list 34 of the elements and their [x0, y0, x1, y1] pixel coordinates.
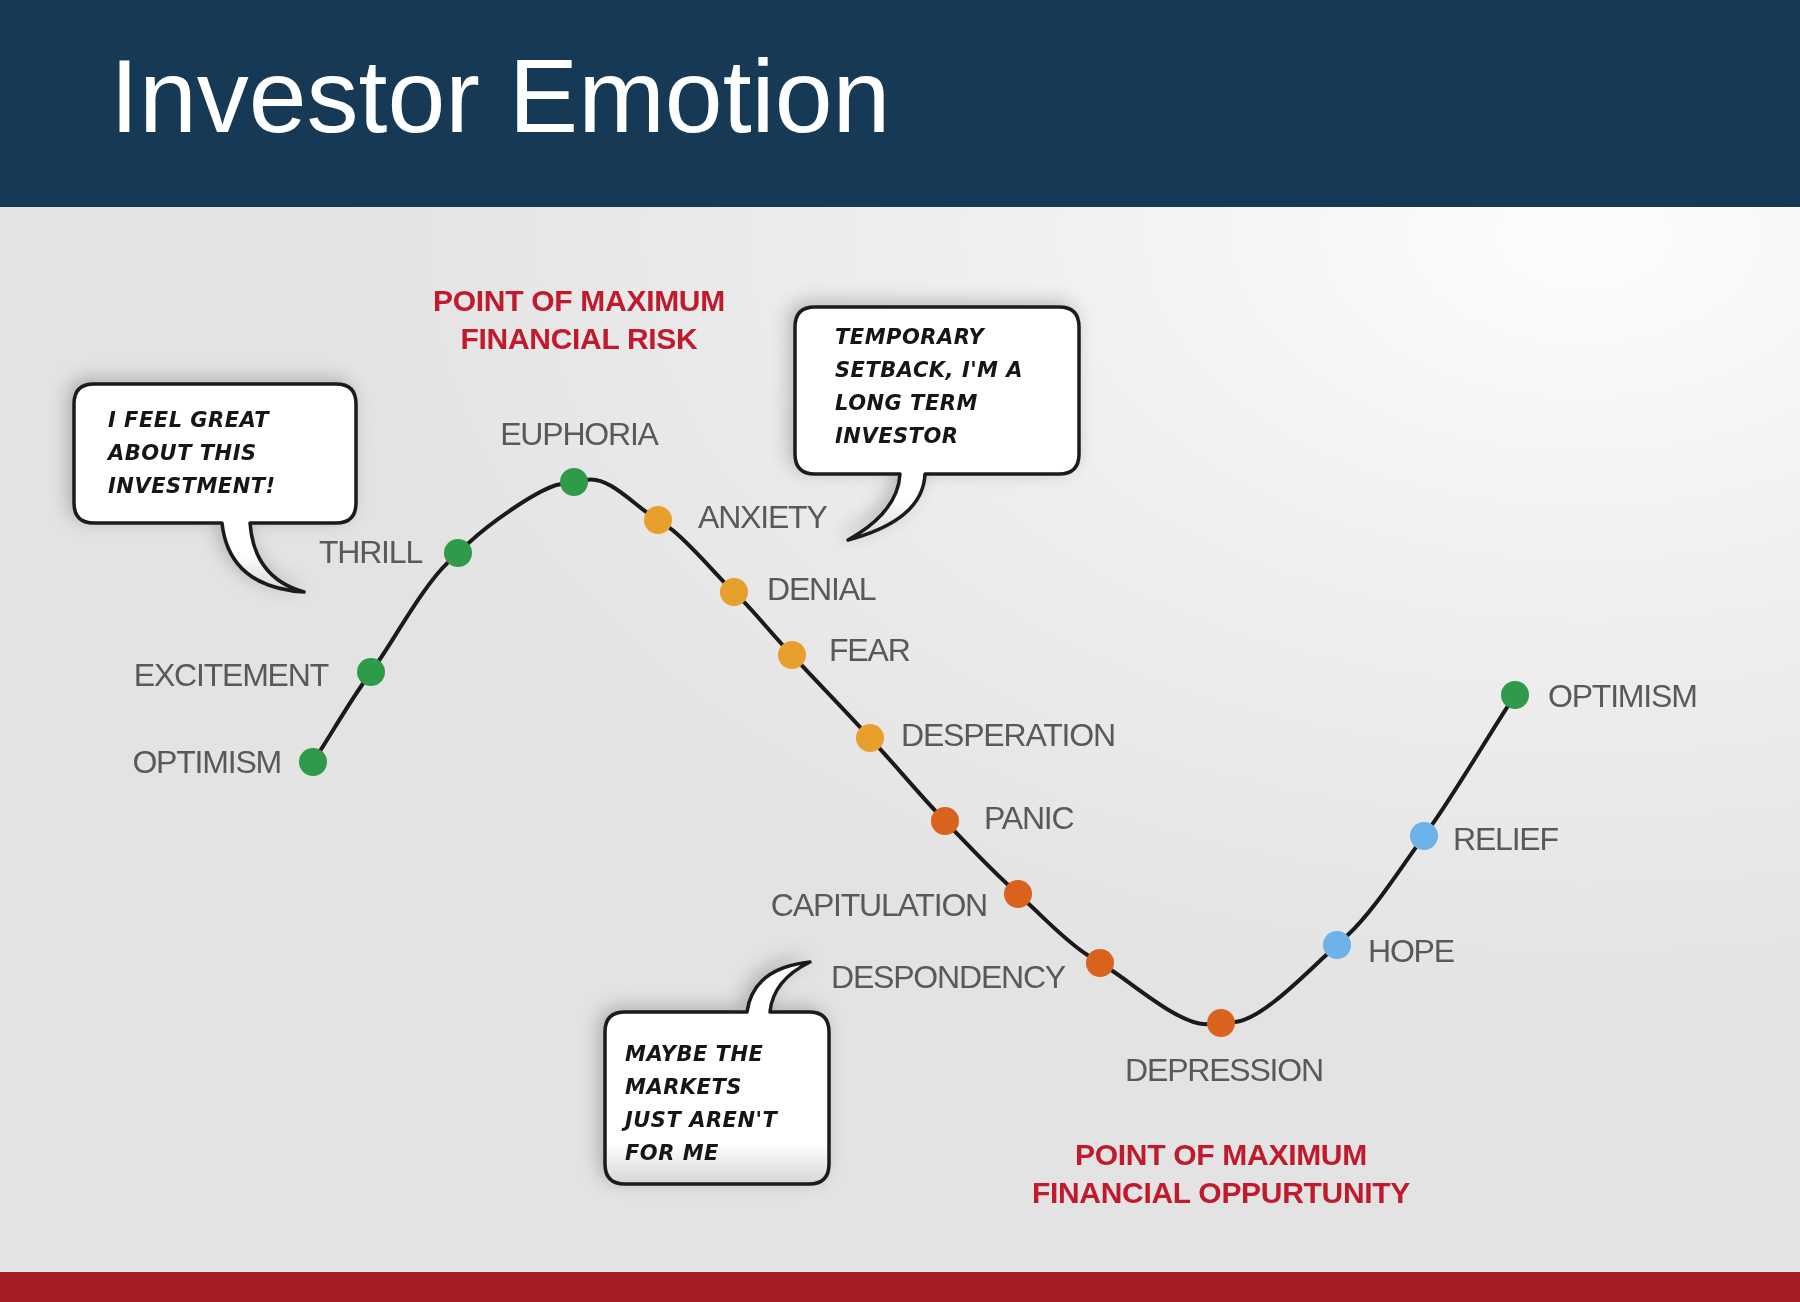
- curve-line: [1430, 704, 1510, 827]
- bubble-text: I FEEL GREAT ABOUT THIS INVESTMENT!: [108, 407, 277, 500]
- stage-label: RELIEF: [1453, 823, 1558, 855]
- curve-line: [667, 525, 727, 585]
- stage-label: PANIC: [984, 802, 1074, 834]
- stage-label: CAPITULATION: [770, 889, 987, 921]
- curve-line: [741, 599, 785, 647]
- stage-label: FEAR: [829, 634, 910, 666]
- bubble-text: TEMPORARY SETBACK, I'M A LONG TERM INVESTOR: [835, 324, 1025, 450]
- stage-label: DESPERATION: [901, 719, 1115, 751]
- callout-heading: POINT OF MAXIMUM FINANCIAL OPPURTUNITY: [1030, 1137, 1412, 1211]
- stage-label: HOPE: [1368, 935, 1454, 967]
- curve-line: [1109, 968, 1209, 1027]
- curve-line: [585, 477, 649, 515]
- stage-label: OPTIMISM: [132, 746, 281, 778]
- curve-line: [377, 560, 450, 663]
- curve-line: [1345, 845, 1418, 938]
- stage-label: DEPRESSION: [1125, 1054, 1323, 1086]
- stage-label: OPTIMISM: [1548, 680, 1697, 712]
- curve-line: [952, 829, 1010, 887]
- curve-line: [877, 746, 938, 813]
- callout-heading: POINT OF MAXIMUM FINANCIAL RISK: [432, 283, 726, 357]
- curve-line: [799, 663, 863, 730]
- diagram-title: Investor Emotion: [110, 37, 891, 156]
- stage-label: EUPHORIA: [500, 418, 658, 450]
- stage-label: EXCITEMENT: [133, 659, 328, 691]
- stage-label: DESPONDENCY: [831, 961, 1065, 993]
- stage-label: THRILL: [318, 536, 422, 568]
- stage-label: ANXIETY: [698, 501, 827, 533]
- curve-line: [318, 681, 365, 753]
- curve-line: [466, 482, 563, 546]
- curve-line: [1026, 901, 1091, 958]
- stage-label: DENIAL: [767, 573, 876, 605]
- curve-line: [1233, 952, 1329, 1024]
